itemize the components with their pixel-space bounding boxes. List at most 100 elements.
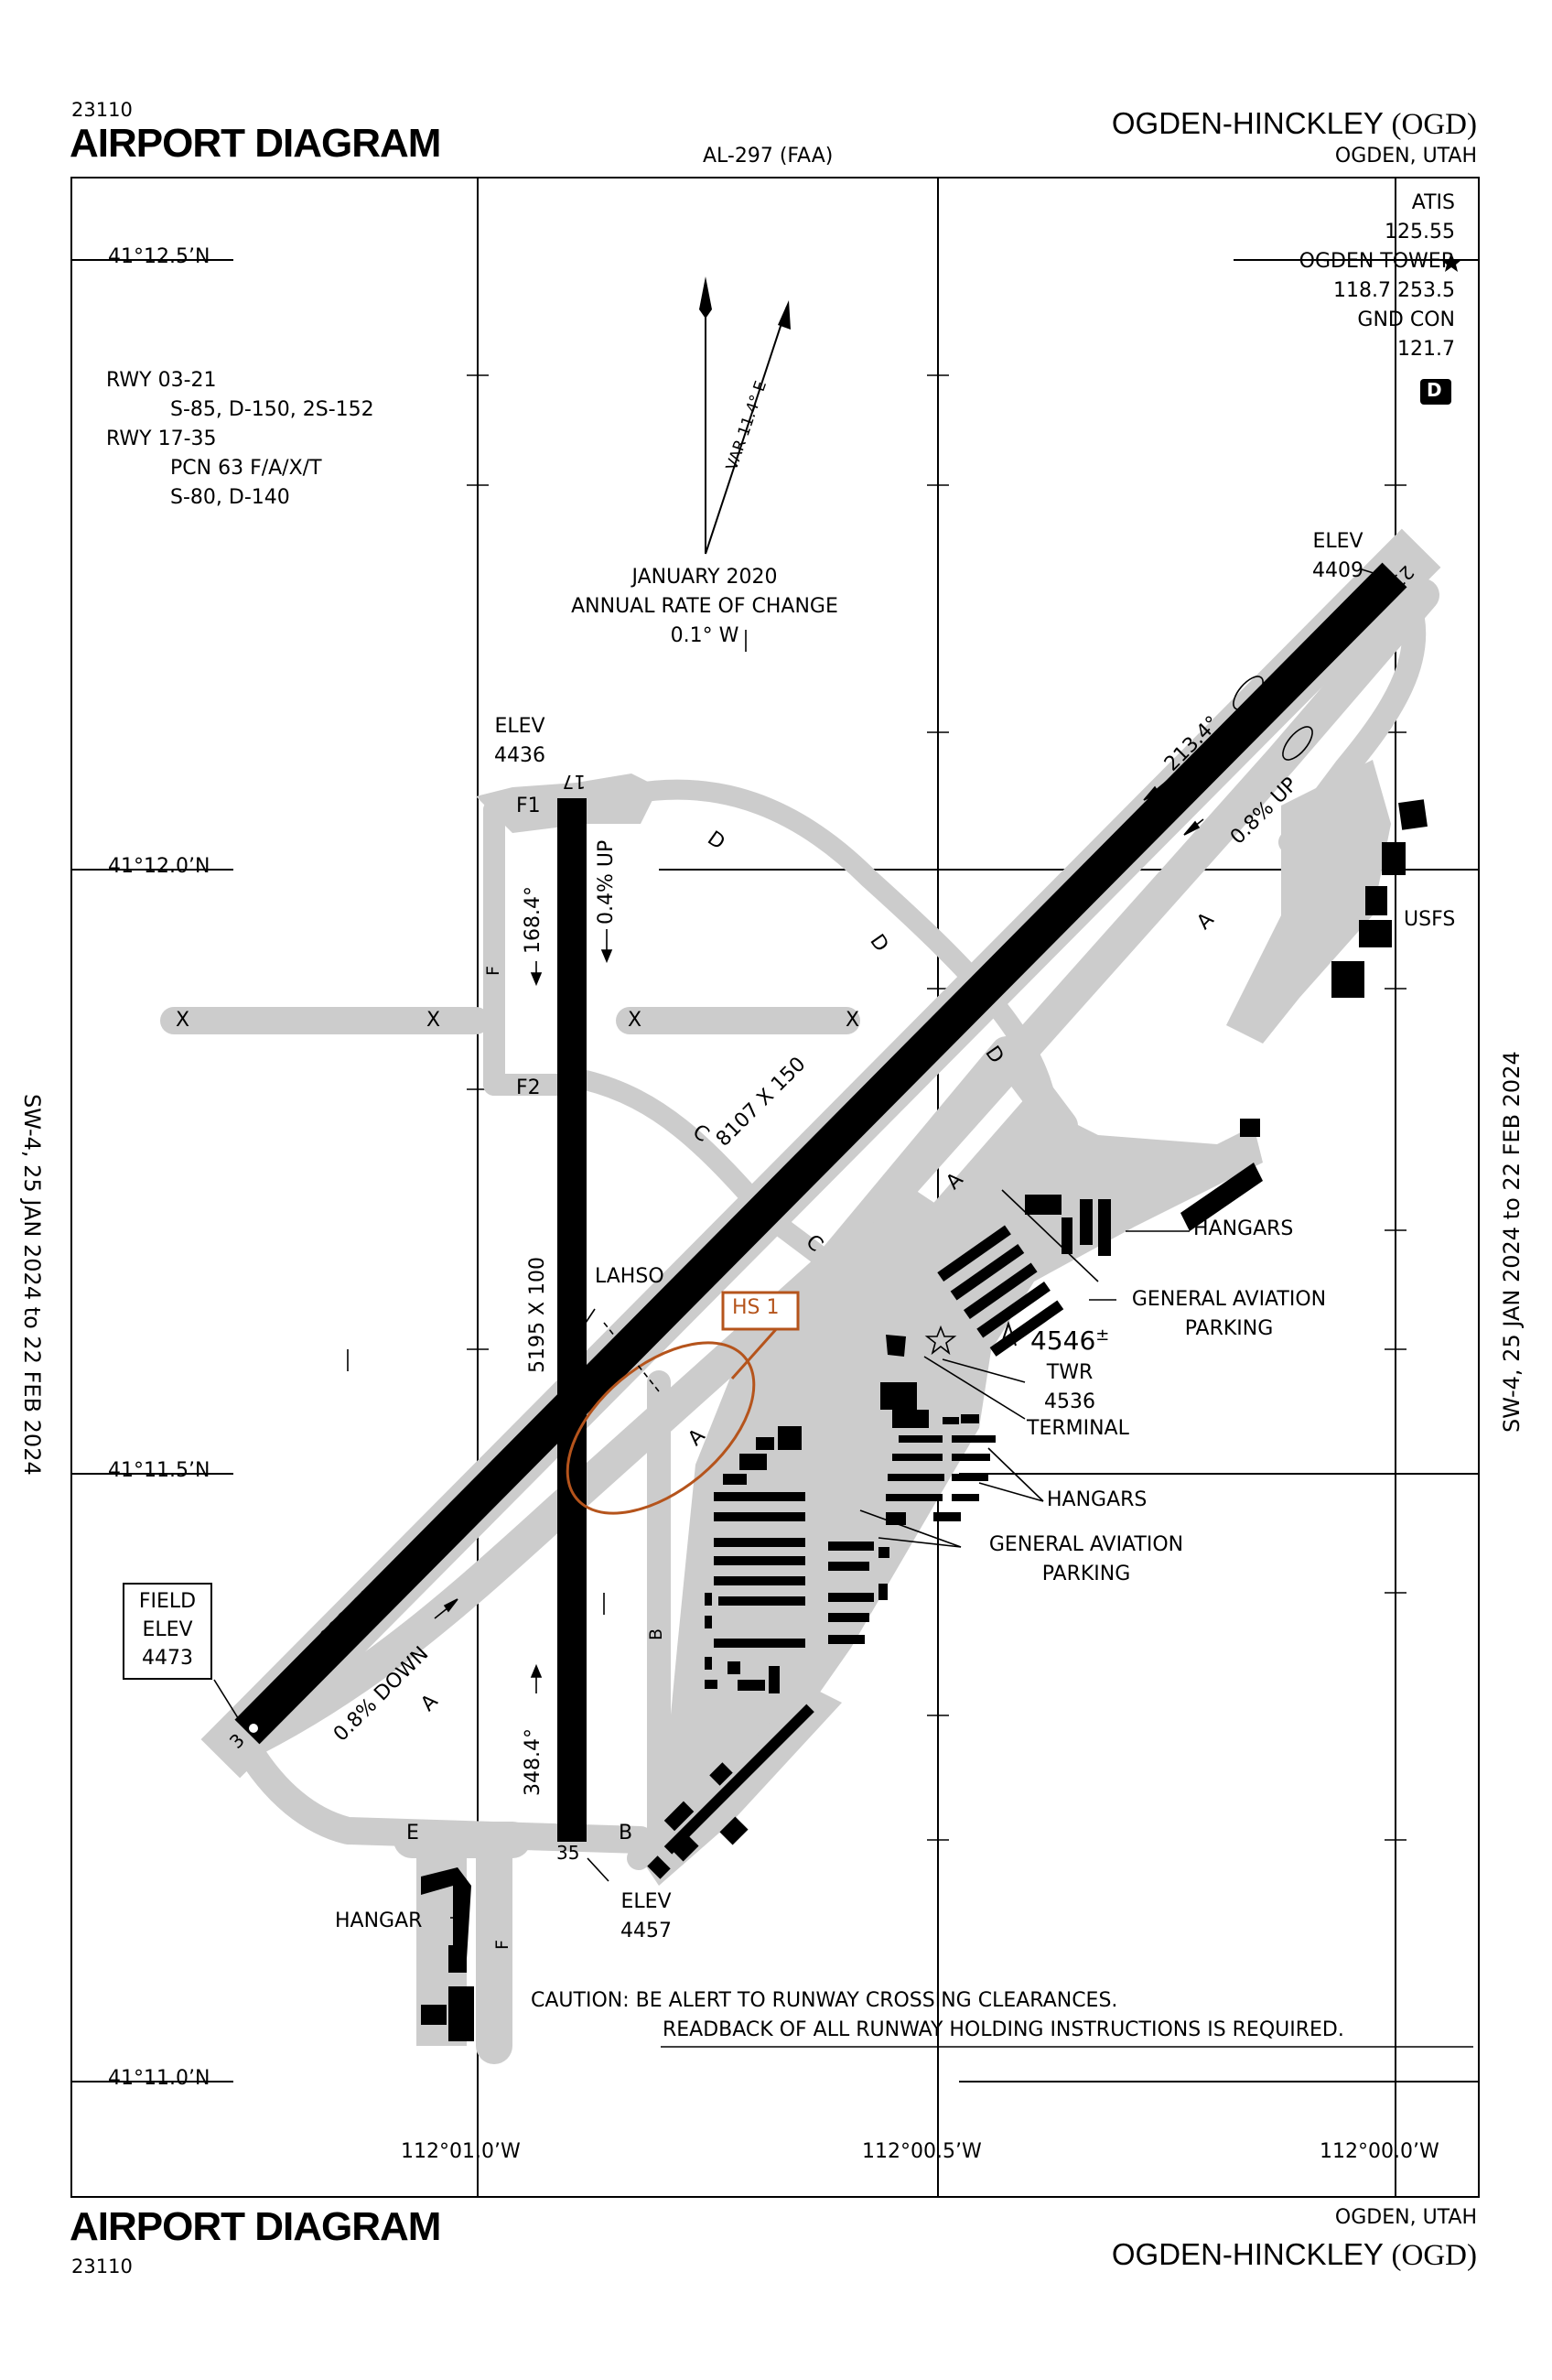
- caution-line-2: READBACK OF ALL RUNWAY HOLDING INSTRUCTI…: [663, 2018, 1344, 2041]
- airport-id: (OGD): [1391, 108, 1477, 141]
- caution-note: CAUTION: BE ALERT TO RUNWAY CROSSING CLE…: [531, 1986, 1344, 2045]
- magnetic-rate-label: ANNUAL RATE OF CHANGE: [571, 595, 838, 618]
- graticule-ticks: [347, 374, 1406, 1841]
- heading-168: 168.4°: [522, 886, 544, 954]
- rwy1-label: RWY 03-21: [106, 369, 217, 392]
- ga-parking-1-line1: GENERAL AVIATION: [1131, 1288, 1327, 1311]
- leader-lines: [213, 568, 1392, 1919]
- tower-frequency: 118.7 253.5: [1333, 279, 1455, 302]
- taxiway-b-label-1: B: [646, 1628, 666, 1640]
- vgsi-icon: [1233, 676, 1264, 710]
- airport-name-text: OGDEN-HINCKLEY: [1111, 106, 1384, 140]
- field-elev-value: 4473: [142, 1647, 193, 1670]
- lahso-label: LAHSO: [595, 1265, 664, 1288]
- field-elev-line2: ELEV: [142, 1618, 193, 1641]
- rwy2-strength: S-80, D-140: [170, 486, 290, 509]
- lat-label-3: 41°11.5’N: [108, 1459, 210, 1482]
- page-title: AIRPORT DIAGRAM: [70, 121, 441, 166]
- hot-spot-hs1-outline: [566, 1341, 756, 1515]
- vgsi-icon-2: [1282, 726, 1313, 761]
- tower-label: OGDEN TOWER: [1299, 247, 1475, 276]
- deice-badge: [1420, 379, 1451, 405]
- taxiway-x-label-1: X: [176, 1009, 190, 1032]
- taxiway-b-label-2: B: [619, 1822, 633, 1844]
- tower-frequency-star-icon: [1441, 253, 1461, 272]
- procedure-id: AL-297 (FAA): [703, 145, 834, 168]
- chart-number: 23110: [71, 99, 133, 121]
- aprons: [416, 760, 1391, 2046]
- taxiway-x-label-2: X: [426, 1009, 441, 1032]
- lon-label-2: 112°00.5’W: [862, 2140, 982, 2163]
- lon-label-3: 112°00.0’W: [1320, 2140, 1439, 2163]
- lat-label-2: 41°12.0’N: [108, 855, 210, 878]
- runway-end-17: 17: [562, 771, 586, 793]
- taxiway-f-label-1: F: [483, 966, 503, 976]
- twr-elev: 4536: [1044, 1390, 1095, 1413]
- tower-label-text: OGDEN TOWER: [1299, 250, 1455, 273]
- obstacle-elevation: 4546±: [1030, 1325, 1109, 1356]
- atis-frequency: 125.55: [1385, 221, 1455, 243]
- airport-name: OGDEN-HINCKLEY (OGD): [1112, 106, 1477, 142]
- lat-label-1: 41°12.5’N: [108, 245, 210, 268]
- heading-arrows: [370, 773, 1204, 1693]
- ga-parking-2-line2: PARKING: [1041, 1563, 1131, 1585]
- tower-star-icon: [924, 1325, 957, 1356]
- runway-strength-info: RWY 03-21 S-85, D-150, 2S-152 RWY 17-35 …: [106, 366, 374, 513]
- ground-label: GND CON: [1357, 308, 1455, 331]
- elev-21-label: ELEV: [1312, 530, 1363, 553]
- rwy1-strength: S-85, D-150, 2S-152: [170, 398, 374, 421]
- hangars-label-2: HANGARS: [1047, 1488, 1148, 1511]
- field-elevation: FIELD ELEV 4473: [124, 1587, 211, 1672]
- hangars-label-1: HANGARS: [1193, 1217, 1294, 1240]
- runway-17-35-dimensions: 5195 X 100: [526, 1256, 549, 1373]
- runway-03-21: [200, 528, 1441, 1779]
- taxiway-x-label-4: X: [846, 1009, 860, 1032]
- taxiway-e-label: E: [406, 1822, 419, 1844]
- obstacle-plus-minus: ±: [1095, 1325, 1110, 1345]
- ground-frequency: 121.7: [1397, 338, 1455, 361]
- ga-parking-2-line1: GENERAL AVIATION: [988, 1533, 1184, 1556]
- elev-17-label: ELEV: [494, 715, 545, 738]
- terminal-label: TERMINAL: [1027, 1417, 1129, 1440]
- elev-21: ELEV 4409: [1292, 527, 1384, 586]
- lon-label-1: 112°01.0’W: [401, 2140, 521, 2163]
- airport-city: OGDEN, UTAH: [1334, 145, 1477, 168]
- magnetic-north-arrow-icon: [705, 300, 791, 555]
- buildings: [421, 799, 1428, 2041]
- taxiway-f-label-2: F: [492, 1940, 512, 1950]
- obstacle-icon: [1000, 1320, 1017, 1347]
- taxiway-x-label-3: X: [628, 1009, 642, 1032]
- footer-chart-number: 23110: [71, 2256, 133, 2277]
- usfs-label: USFS: [1404, 908, 1456, 931]
- lahso-line: [603, 1322, 660, 1392]
- field-elev-line1: FIELD: [138, 1590, 197, 1613]
- field-elev-box: [123, 1583, 212, 1680]
- footer-title: AIRPORT DIAGRAM: [70, 2204, 441, 2249]
- gradient-up-17: 0.4% UP: [595, 839, 618, 925]
- rwy2-label: RWY 17-35: [106, 427, 217, 450]
- chart-frame: [70, 177, 1480, 2198]
- elev-35-value: 4457: [620, 1920, 672, 1942]
- footer-airport-id: (OGD): [1391, 2239, 1477, 2272]
- arp-marker: [249, 1724, 258, 1733]
- deice-badge-letter: D: [1427, 379, 1442, 401]
- taxiway-f2-label: F2: [516, 1076, 541, 1099]
- caution-line-1: CAUTION: BE ALERT TO RUNWAY CROSSING CLE…: [531, 1989, 1118, 2012]
- north-arrow-icon: [699, 276, 712, 554]
- twr-label: TWR: [1046, 1361, 1094, 1384]
- hot-spot-leader: [730, 1326, 780, 1379]
- hangar-label: HANGAR: [335, 1909, 423, 1932]
- footer-city: OGDEN, UTAH: [1334, 2206, 1477, 2229]
- elev-21-value: 4409: [1312, 559, 1363, 582]
- footer-airport-name-text: OGDEN-HINCKLEY: [1111, 2237, 1384, 2271]
- lat-label-4: 41°11.0’N: [108, 2067, 210, 2090]
- runway-end-35: 35: [556, 1842, 580, 1864]
- magnetic-rate-value: 0.1° W: [670, 624, 739, 647]
- footer-airport-name: OGDEN-HINCKLEY (OGD): [1112, 2237, 1477, 2273]
- rwy2-pcn: PCN 63 F/A/X/T: [170, 457, 322, 480]
- frequency-block: ATIS 125.55 OGDEN TOWER 118.7 253.5 GND …: [1299, 189, 1455, 364]
- hot-spot-box: [721, 1291, 800, 1331]
